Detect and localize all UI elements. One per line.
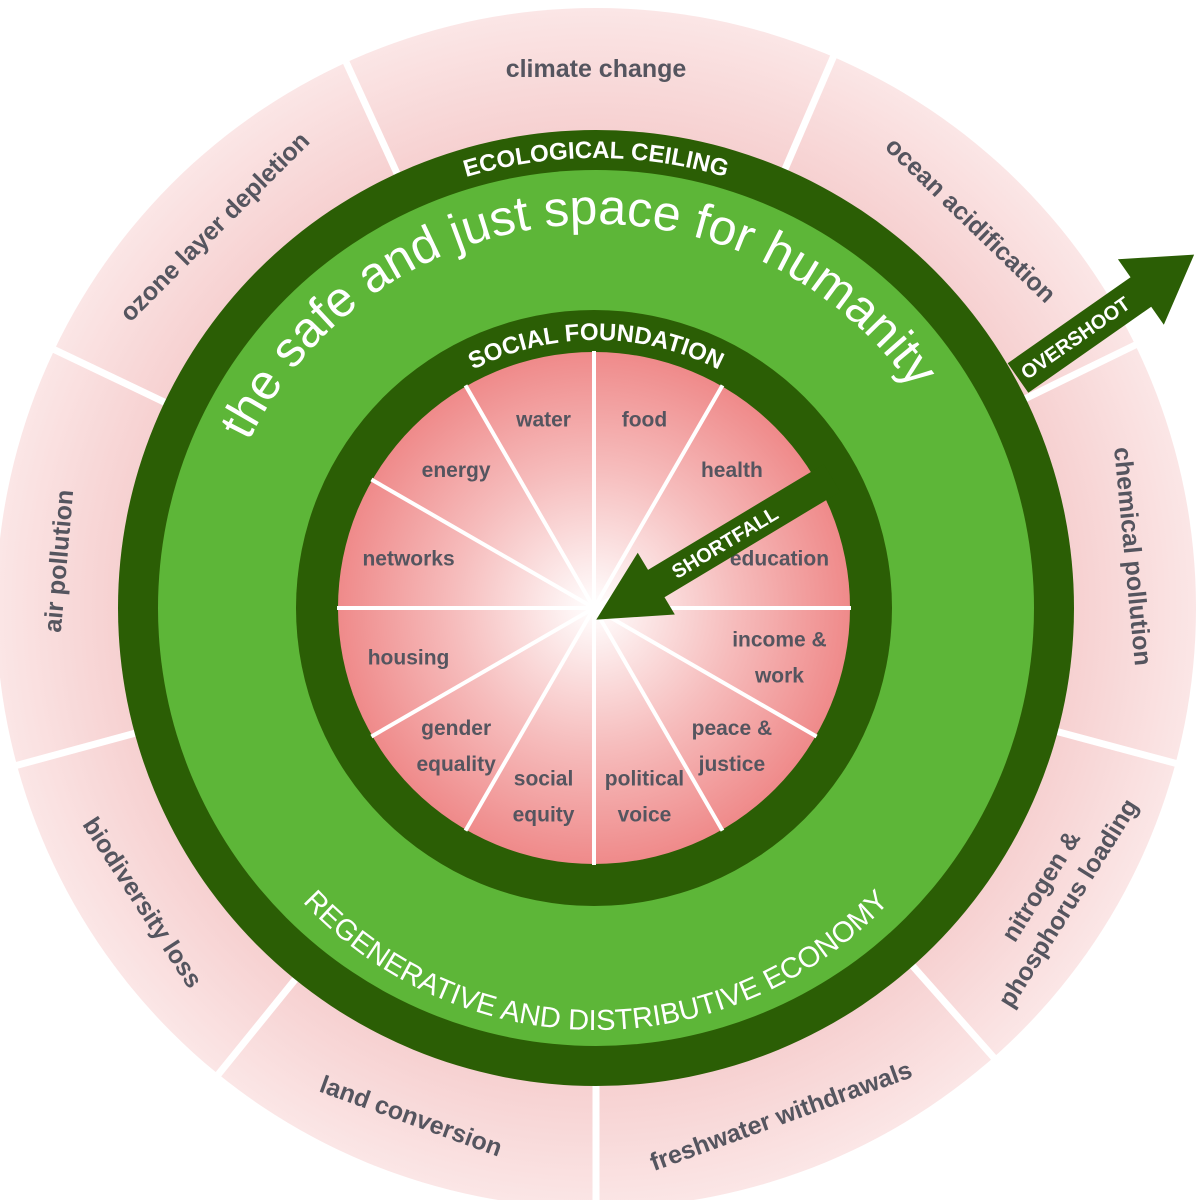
social-foundation-label-line: equity [513, 803, 575, 826]
social-divider [592, 607, 725, 832]
social-foundation-label-line: health [701, 459, 763, 482]
social-foundation-label-line: gender [421, 717, 491, 740]
social-foundation-label-line: education [730, 547, 829, 570]
boundary-divider [326, 24, 404, 183]
social-foundation-label-line: water [515, 409, 571, 432]
social-foundation-label: social equity [513, 767, 575, 826]
social-foundation-label: housing [368, 647, 450, 670]
social-foundation-label: networks [362, 547, 454, 570]
social-foundation-label: political voice [605, 767, 684, 826]
social-foundation-label: gender equality [416, 717, 496, 776]
social-foundation-label: health [701, 459, 763, 482]
social-foundation-label-line: networks [362, 547, 454, 570]
ecological-boundary-label-line: climate change [506, 55, 687, 83]
social-foundation-labels: food health education income & work peace & ju… [362, 409, 829, 827]
social-foundation-label-line: justice [698, 753, 766, 776]
social-foundation-label: income & work [732, 629, 827, 688]
social-divider [370, 606, 595, 739]
social-divider [370, 477, 595, 610]
social-foundation-label-line: income & [732, 629, 827, 652]
boundary-divider [778, 18, 853, 178]
social-divider [463, 607, 596, 832]
overshoot-arrow-icon [1007, 254, 1195, 393]
social-foundation-label: energy [422, 459, 491, 482]
social-foundation-label: food [622, 409, 667, 432]
social-foundation-label-line: food [622, 409, 667, 432]
social-divider [593, 606, 818, 739]
boundary-divider [1049, 726, 1200, 774]
social-foundation-label-line: housing [368, 647, 450, 670]
social-foundation-label-line: peace & [692, 717, 773, 740]
social-foundation-label-line: social [514, 767, 574, 790]
social-foundation-label-line: voice [618, 803, 672, 826]
boundary-dividers [0, 18, 1200, 1200]
social-foundation-label-line: political [605, 767, 684, 790]
shortfall-arrow-icon [596, 464, 841, 620]
social-divider [463, 384, 596, 609]
boundary-divider [1016, 324, 1173, 406]
boundary-divider [190, 971, 303, 1108]
boundary-divider [0, 727, 144, 774]
social-foundation-label-line: energy [422, 459, 491, 482]
boundary-divider [904, 957, 1023, 1090]
social-foundation-label: peace & justice [692, 717, 773, 776]
social-foundation-label: education [730, 547, 829, 570]
boundary-divider [16, 329, 174, 409]
social-divider [592, 384, 725, 609]
social-foundation-label: water [515, 409, 571, 432]
social-foundation-label-line: equality [416, 753, 496, 776]
ecological-boundary-label: climate change [506, 55, 687, 83]
social-foundation-label-line: work [754, 665, 804, 688]
